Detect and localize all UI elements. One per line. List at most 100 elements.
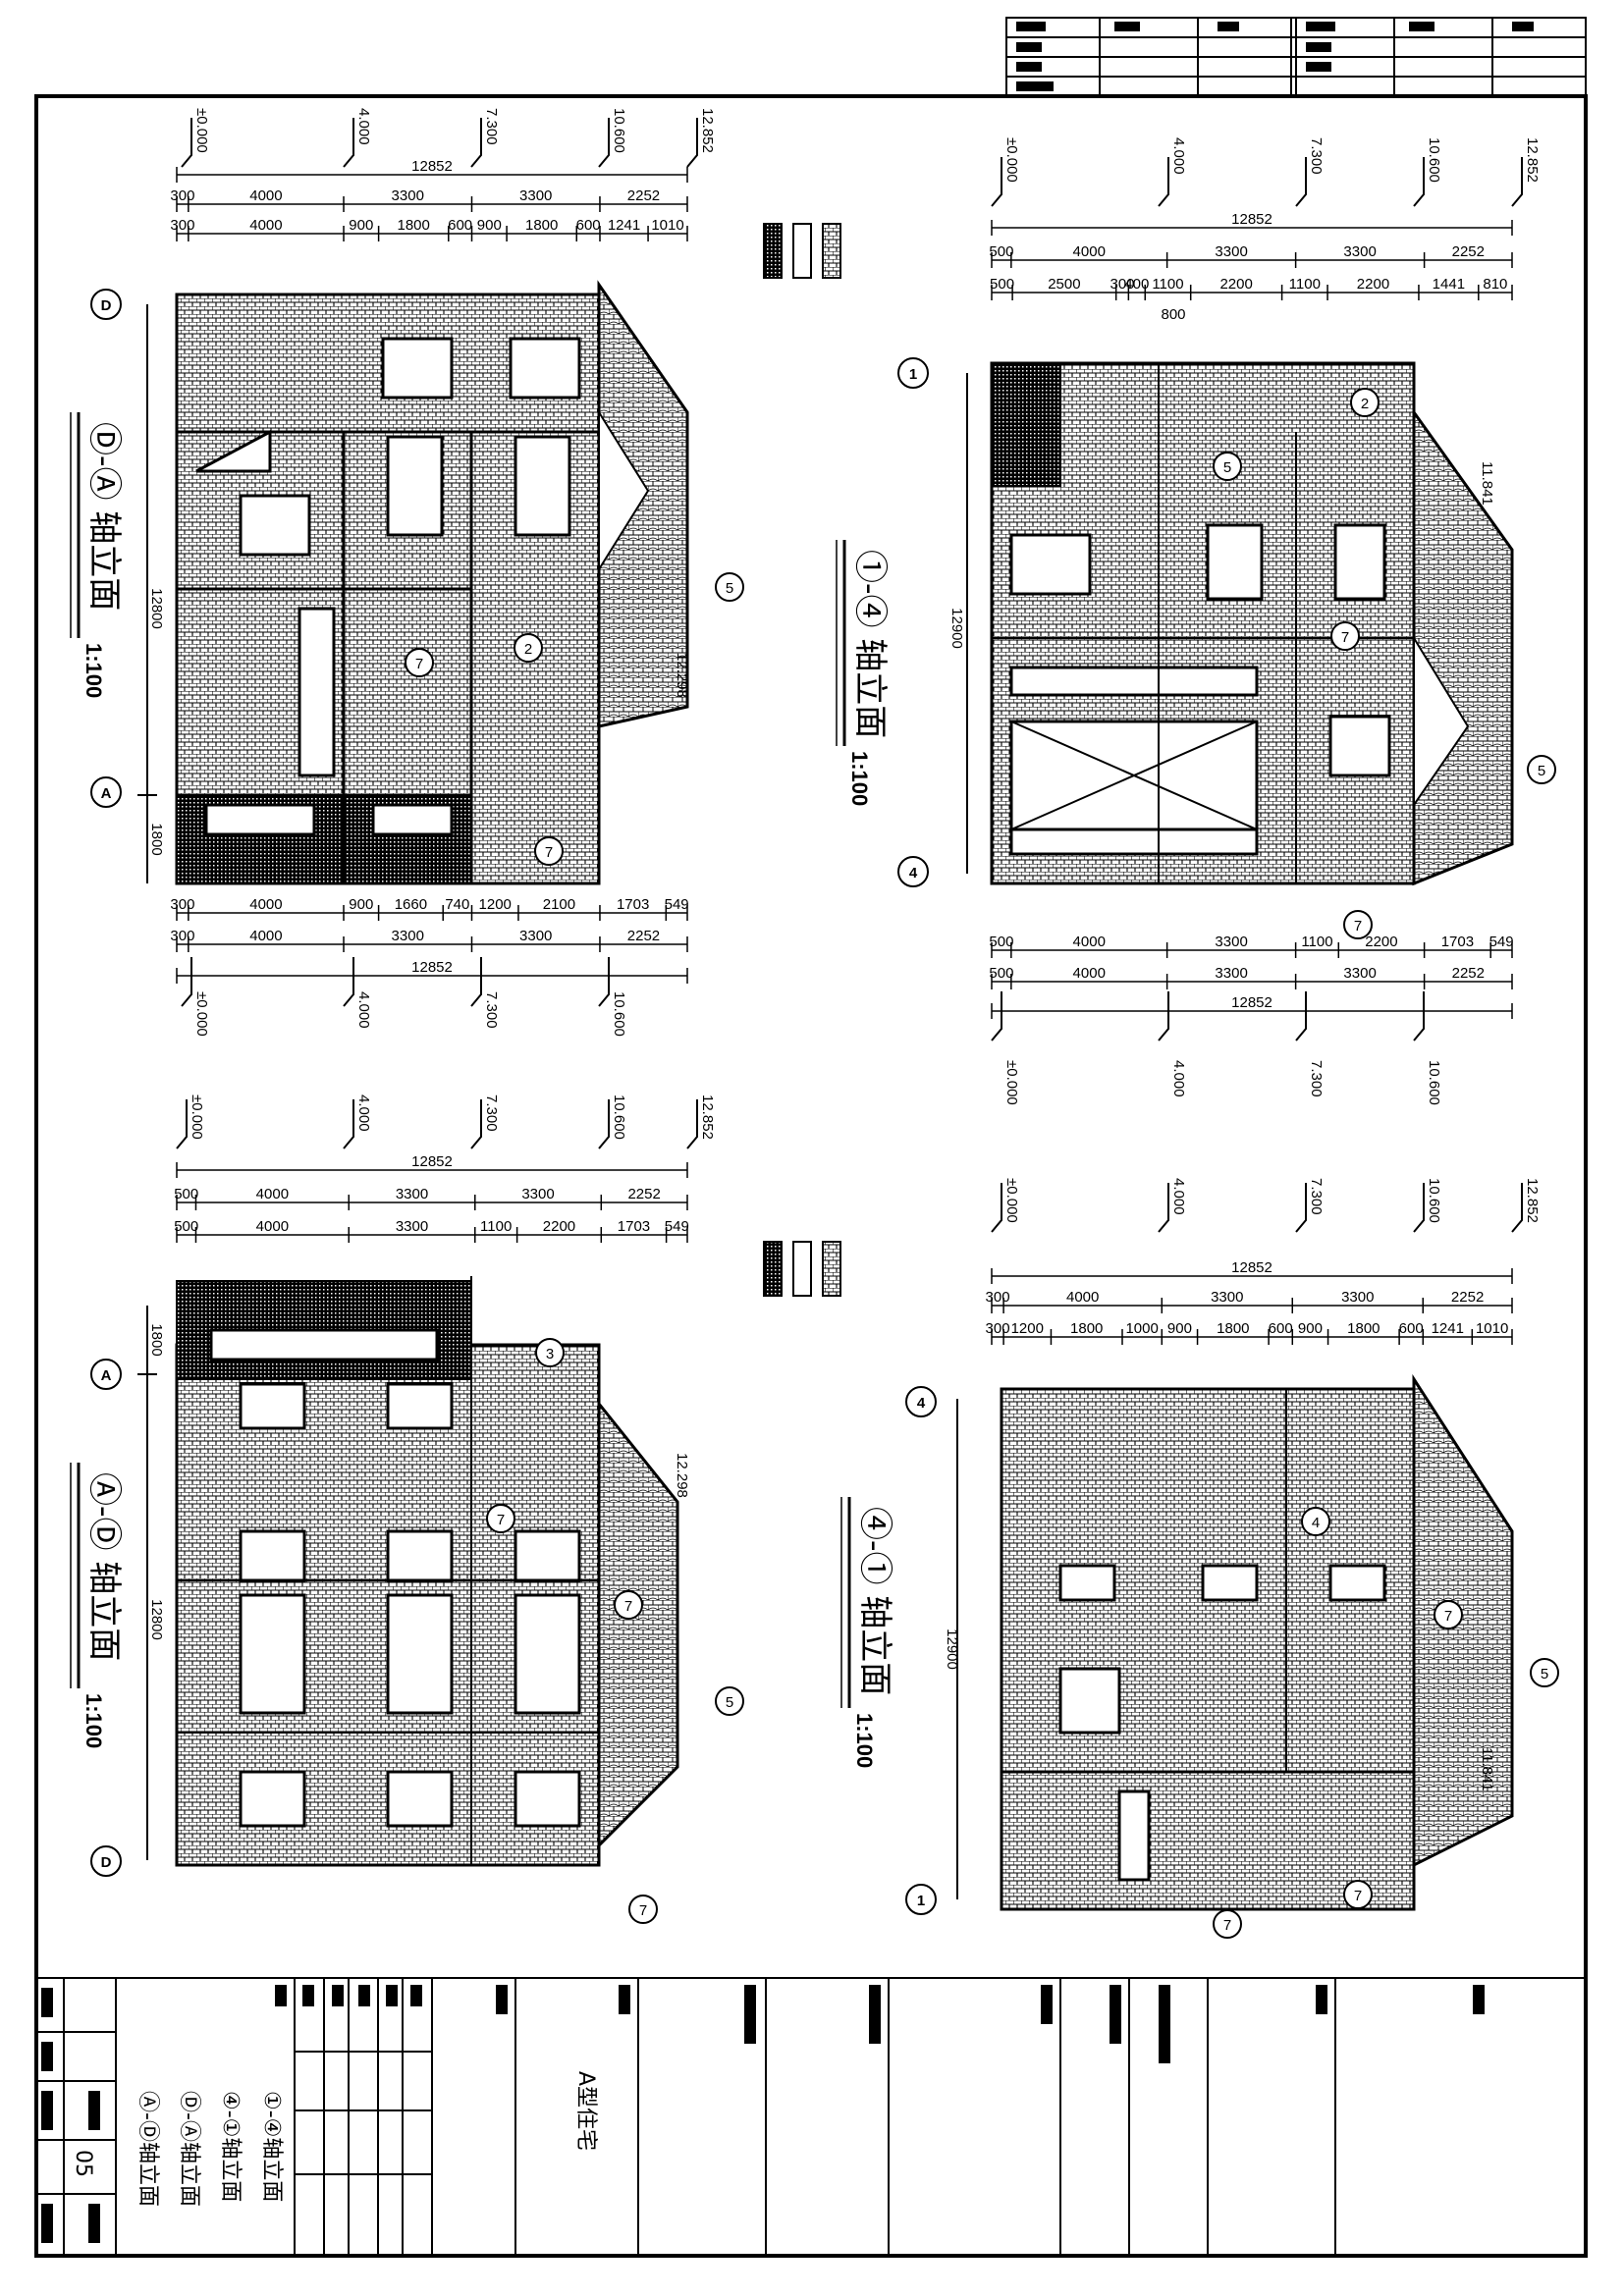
ad-level-label: 10.600	[611, 1095, 627, 1140]
da-bot1-dim-value: 900	[349, 896, 373, 913]
e41-level-tick	[1413, 1183, 1425, 1233]
e41-level-label: 12.852	[1524, 1178, 1541, 1223]
drawing-title-list: ①-④轴立面 ④-①轴立面 Ⓓ-Ⓐ轴立面 Ⓐ-Ⓓ轴立面	[135, 2091, 284, 2207]
da-top2-dim-value: 600	[448, 217, 472, 234]
e41-top2-dim-value: 300	[986, 1320, 1010, 1337]
da-level-tick	[343, 118, 354, 168]
ad-level-tick	[598, 1099, 610, 1149]
da-level-tick	[470, 118, 482, 168]
e14-top2-dim-value: 810	[1483, 276, 1507, 293]
da-top2-dim-value: 4000	[249, 217, 282, 234]
da-top2-dim-value: 1800	[398, 217, 430, 234]
ad-detail-7c: 7	[639, 1902, 647, 1919]
e14-dim-sub: 800	[1161, 306, 1185, 323]
e14-axis-label-end: 4	[909, 865, 918, 881]
e41-top2-dim-value: 600	[1269, 1320, 1293, 1337]
da-bot1-dim-value: 4000	[249, 896, 282, 913]
da-dim-total: 12852	[411, 158, 453, 175]
ad-extra-level: 12.298	[674, 1453, 690, 1498]
ad-level-tick	[470, 1099, 482, 1149]
e14-top1-dim-value: 2252	[1452, 243, 1485, 260]
e14-top2-dim-value: 1100	[1152, 276, 1183, 293]
da-detail-7b: 7	[415, 656, 423, 672]
e14-detail-7: 7	[1341, 629, 1349, 646]
da-bot-dim-total: 12852	[411, 959, 453, 976]
e41-detail-7b: 7	[1223, 1917, 1231, 1934]
e14-level-label: 7.300	[1308, 137, 1325, 175]
e41-overall-dim: 12900	[944, 1629, 960, 1670]
e14-detail-5b: 5	[1538, 763, 1545, 779]
ad-roof	[597, 1399, 679, 1849]
da-axis-label-end: A	[101, 785, 112, 802]
da-bottom-level-tick	[598, 957, 610, 1007]
ad-detail-5: 5	[726, 1694, 733, 1711]
da-level-label: 10.600	[611, 108, 627, 153]
da-extra-level: 12.298	[674, 653, 690, 698]
e14-gable	[1413, 634, 1470, 809]
e41-level-label: 10.600	[1426, 1178, 1442, 1223]
e14-bot-dim-total: 12852	[1231, 994, 1272, 1011]
e14-top2-dim-value: 1441	[1433, 276, 1465, 293]
e41-level-label: 7.300	[1308, 1178, 1325, 1215]
ad-title: Ⓐ-Ⓓ 轴立面	[84, 1472, 124, 1661]
e41-top1-dim-value: 3300	[1341, 1289, 1374, 1306]
da-axis-bubble-end	[90, 776, 122, 808]
ad-top2-dim-value: 2200	[543, 1218, 575, 1235]
e14-bot1-dim-value: 3300	[1215, 934, 1247, 950]
da-top2-dim-value: 300	[170, 217, 194, 234]
da-columns	[177, 430, 599, 883]
da-detail-5: 5	[726, 580, 733, 597]
da-bot2-dim-value: 300	[170, 928, 194, 944]
e14-level-tick	[991, 157, 1002, 207]
da-roof	[597, 280, 689, 728]
project-name: A型住宅	[573, 2071, 598, 2151]
drawing-title-3: Ⓓ-Ⓐ轴立面	[177, 2091, 201, 2207]
e14-scale: 1:100	[847, 751, 872, 806]
da-bot1-dim-value: 1660	[395, 896, 427, 913]
e14-level-tick	[1295, 157, 1307, 207]
ad-porch-dim: 1800	[148, 1323, 165, 1356]
da-top1-dim-value: 3300	[519, 187, 552, 204]
ad-top2-dim-value: 1703	[618, 1218, 650, 1235]
da-windows	[195, 337, 581, 836]
e14-level-label: 10.600	[1426, 137, 1442, 183]
e14-top2-dim-value: 400	[1124, 276, 1149, 293]
e14-extra-level: 11.841	[1479, 461, 1495, 506]
da-bot1-dim-value: 549	[665, 896, 689, 913]
e41-top2-dim-value: 1000	[1125, 1320, 1158, 1337]
e14-bot1-dim-value: 1703	[1441, 934, 1474, 950]
ad-overall-dim: 12800	[148, 1599, 165, 1640]
e41-top2-dim-value: 600	[1399, 1320, 1424, 1337]
e41-level-label: ±0.000	[1003, 1178, 1020, 1223]
e14-bot2-dim-value: 2252	[1452, 965, 1485, 982]
e41-dim-total: 12852	[1231, 1259, 1272, 1276]
da-level-tick	[181, 118, 192, 168]
da-bottom-level-label: ±0.000	[193, 991, 210, 1037]
e14-roof	[1412, 407, 1514, 886]
e14-top2-dim-value: 2200	[1219, 276, 1252, 293]
e14-top1-dim-value: 3300	[1343, 243, 1376, 260]
ad-level-label: 4.000	[355, 1095, 372, 1132]
e41-extra-level: 11.841	[1479, 1747, 1495, 1791]
e41-detail-7: 7	[1444, 1608, 1452, 1625]
e41-top2-dim-value: 1800	[1347, 1320, 1380, 1337]
da-gable	[598, 408, 650, 573]
da-bot2-dim-value: 4000	[249, 928, 282, 944]
da-level-tick	[686, 118, 698, 168]
e41-top1-dim-value: 2252	[1451, 1289, 1484, 1306]
revision-table-marks	[1016, 22, 1534, 91]
ad-level-label: ±0.000	[189, 1095, 205, 1140]
e14-top1-dim-value: 4000	[1073, 243, 1106, 260]
e14-level-tick	[1158, 157, 1169, 207]
da-material-legend	[763, 223, 841, 279]
ad-axis-label-end: D	[101, 1854, 112, 1871]
e14-bot2-dim-value: 3300	[1215, 965, 1247, 982]
